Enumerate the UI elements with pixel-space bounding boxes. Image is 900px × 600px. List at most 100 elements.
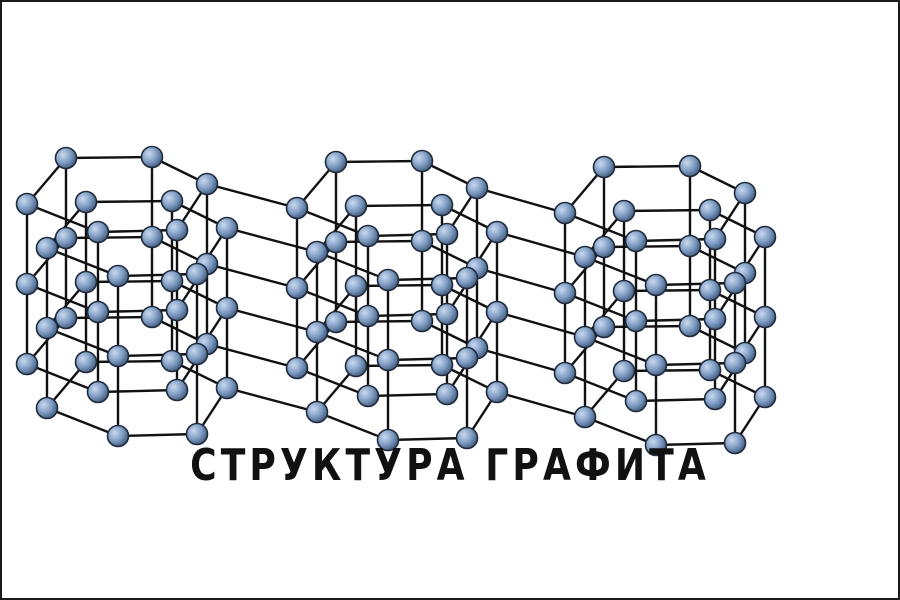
bond bbox=[116, 432, 199, 438]
carbon-atom bbox=[678, 234, 702, 258]
carbon-atom bbox=[410, 229, 434, 253]
bond bbox=[205, 262, 299, 290]
carbon-atom bbox=[140, 225, 164, 249]
carbon-atom bbox=[430, 273, 454, 297]
carbon-atom bbox=[733, 181, 757, 205]
carbon-atom bbox=[285, 356, 309, 380]
bond bbox=[84, 279, 174, 284]
carbon-atom bbox=[324, 230, 348, 254]
carbon-atom bbox=[140, 305, 164, 329]
carbon-atom bbox=[356, 304, 380, 328]
carbon-atom bbox=[15, 192, 39, 216]
carbon-atom bbox=[74, 270, 98, 294]
carbon-atom bbox=[723, 431, 747, 455]
bond bbox=[96, 308, 179, 314]
bond bbox=[45, 406, 120, 438]
carbon-atom bbox=[195, 172, 219, 196]
carbon-atom bbox=[612, 359, 636, 383]
bond bbox=[116, 272, 199, 278]
atoms-group bbox=[15, 145, 777, 457]
bond bbox=[366, 392, 449, 398]
bond bbox=[386, 276, 469, 282]
carbon-atom bbox=[305, 240, 329, 264]
carbon-atom bbox=[573, 245, 597, 269]
carbon-atom bbox=[15, 272, 39, 296]
carbon-atom bbox=[703, 227, 727, 251]
carbon-atom bbox=[703, 307, 727, 331]
carbon-atom bbox=[612, 279, 636, 303]
bond bbox=[96, 388, 179, 394]
carbon-atom bbox=[106, 424, 130, 448]
carbon-atom bbox=[624, 389, 648, 413]
bond bbox=[315, 250, 390, 282]
bond bbox=[334, 159, 424, 164]
carbon-atom bbox=[285, 276, 309, 300]
carbon-atom bbox=[106, 344, 130, 368]
carbon-atom bbox=[54, 146, 78, 170]
carbon-atom bbox=[165, 218, 189, 242]
bond bbox=[475, 346, 567, 375]
carbon-atom bbox=[485, 220, 509, 244]
carbon-atom bbox=[678, 314, 702, 338]
carbon-atom bbox=[435, 382, 459, 406]
carbon-atom bbox=[410, 309, 434, 333]
carbon-atom bbox=[753, 305, 777, 329]
carbon-atom bbox=[644, 353, 668, 377]
carbon-atom bbox=[285, 196, 309, 220]
bond bbox=[563, 371, 638, 403]
carbon-atom bbox=[455, 346, 479, 370]
carbon-atom bbox=[698, 198, 722, 222]
bond bbox=[315, 330, 390, 362]
carbon-atom bbox=[553, 201, 577, 225]
bond bbox=[386, 356, 469, 362]
carbon-atom bbox=[356, 224, 380, 248]
carbon-atom bbox=[160, 269, 184, 293]
bond bbox=[634, 397, 717, 403]
carbon-atom bbox=[86, 380, 110, 404]
carbon-atom bbox=[160, 349, 184, 373]
carbon-atom bbox=[305, 320, 329, 344]
bond bbox=[295, 366, 370, 398]
carbon-atom bbox=[553, 281, 577, 305]
carbon-atom bbox=[644, 273, 668, 297]
carbon-atom bbox=[86, 220, 110, 244]
bond bbox=[654, 441, 737, 447]
bond bbox=[654, 281, 737, 287]
carbon-atom bbox=[185, 342, 209, 366]
diagram-caption: СТРУКТУРА ГРАФИТА bbox=[190, 440, 710, 491]
bond bbox=[116, 352, 199, 358]
carbon-atom bbox=[485, 300, 509, 324]
bond bbox=[634, 317, 717, 323]
carbon-atom bbox=[376, 348, 400, 372]
carbon-atom bbox=[35, 316, 59, 340]
carbon-atom bbox=[703, 387, 727, 411]
carbon-atom bbox=[215, 216, 239, 240]
carbon-atom bbox=[305, 400, 329, 424]
bond bbox=[622, 288, 712, 293]
bond bbox=[634, 237, 717, 243]
carbon-atom bbox=[723, 351, 747, 375]
bond bbox=[366, 232, 449, 238]
bond bbox=[334, 319, 424, 324]
carbon-atom bbox=[592, 155, 616, 179]
bond bbox=[602, 244, 692, 249]
bond bbox=[64, 155, 154, 160]
bond bbox=[354, 363, 444, 368]
bond bbox=[64, 315, 154, 320]
carbon-atom bbox=[74, 190, 98, 214]
carbon-atom bbox=[324, 150, 348, 174]
carbon-atom bbox=[15, 352, 39, 376]
carbon-atom bbox=[356, 384, 380, 408]
bond bbox=[205, 342, 299, 370]
bond bbox=[495, 310, 587, 339]
carbon-atom bbox=[612, 199, 636, 223]
bond bbox=[583, 335, 658, 367]
carbon-atom bbox=[344, 354, 368, 378]
carbon-atom bbox=[573, 325, 597, 349]
bond bbox=[45, 246, 120, 278]
carbon-atom bbox=[376, 428, 400, 452]
bond bbox=[225, 226, 319, 254]
carbon-atom bbox=[140, 145, 164, 169]
carbon-atom bbox=[185, 262, 209, 286]
